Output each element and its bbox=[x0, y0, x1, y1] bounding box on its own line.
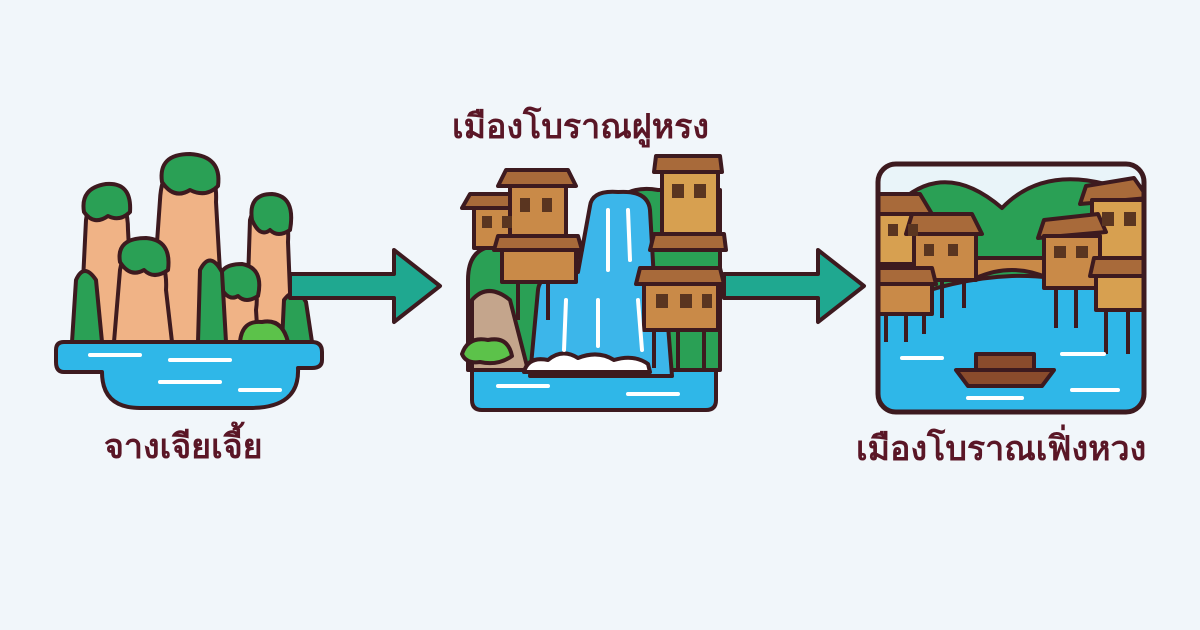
karst-mountains-lake-icon bbox=[54, 152, 324, 410]
node-label-fenghuang: เมืองโบราณเฟิ่งหวง bbox=[856, 429, 1147, 469]
arrow-right-icon bbox=[722, 248, 866, 324]
river-town-boat-icon bbox=[875, 161, 1147, 415]
arrow-right-icon bbox=[288, 248, 442, 324]
waterfall-stilt-houses-icon bbox=[460, 154, 728, 412]
node-label-zhangjiajie: จางเจียเจี้ย bbox=[104, 427, 263, 467]
node-label-furong: เมืองโบราณฝูหรง bbox=[452, 107, 709, 147]
